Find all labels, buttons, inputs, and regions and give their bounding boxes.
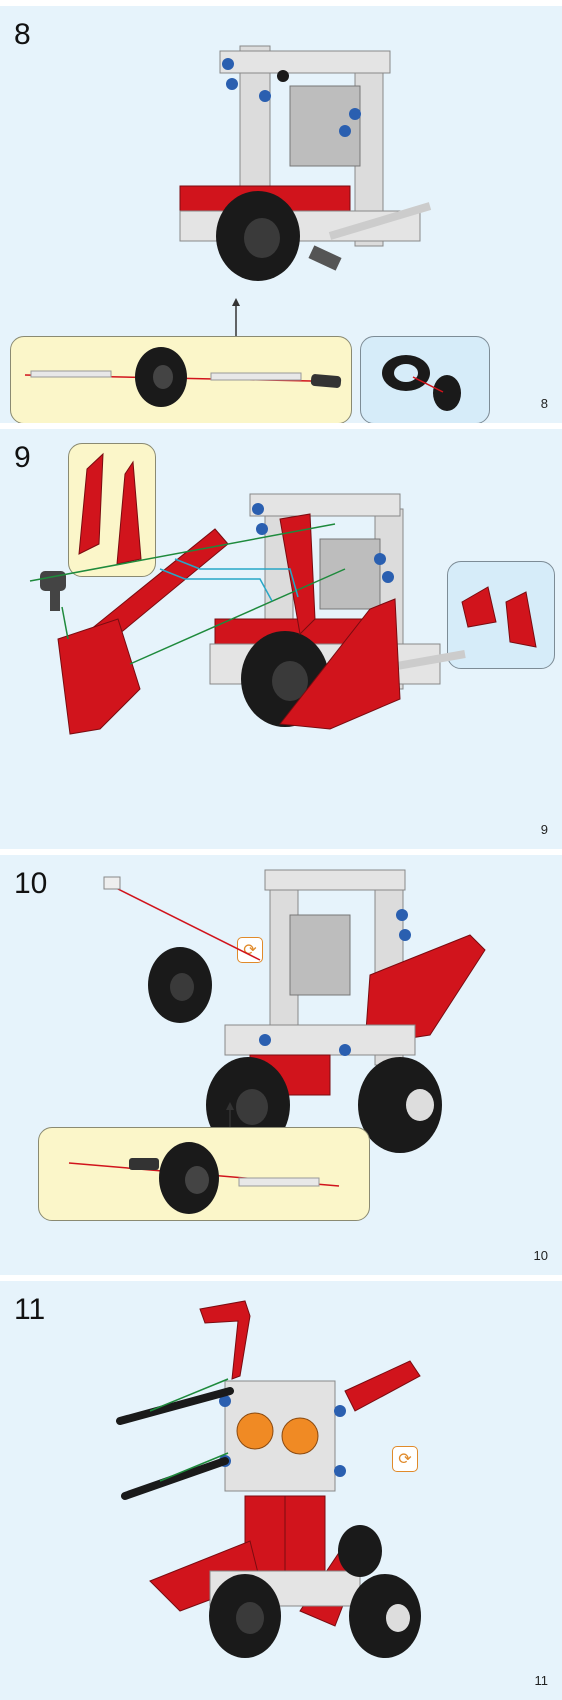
step-panel-10: 10 ⟳ 10: [0, 855, 562, 1275]
callout-subassembly: [38, 1127, 370, 1221]
step-8-illustration: [179, 45, 432, 336]
page-number: 8: [540, 396, 548, 411]
callout-wheel-axle-illustration: [68, 1142, 340, 1214]
page-number: 11: [534, 1673, 549, 1688]
callout-parts-illustration: [78, 452, 142, 565]
step-10-illustration: [103, 869, 486, 1153]
step-panel-11: 11 ⟳ 11: [0, 1281, 562, 1700]
callout-parts: [68, 443, 156, 577]
step-panel-8: 8: [0, 6, 562, 423]
callout-parts-rotated: [447, 561, 555, 669]
callout-subassembly: [10, 336, 352, 423]
step-panel-9: 9 9: [0, 429, 562, 849]
page-number: 9: [540, 822, 548, 837]
step-number: 10: [14, 867, 48, 900]
rotate-icon: ⟳: [392, 1446, 418, 1472]
callout-tire-illustration: [382, 355, 461, 411]
step-9-illustration: [29, 493, 466, 735]
callout-parts-rotated-illustration: [461, 586, 537, 648]
callout-tire: [360, 336, 490, 423]
page-number: 10: [533, 1248, 548, 1263]
step-number: 8: [14, 18, 31, 51]
step-number: 9: [14, 441, 31, 474]
step-number: 11: [14, 1293, 46, 1326]
callout-wheel-axle-illustration: [24, 347, 342, 407]
step-11-illustration: [116, 1300, 421, 1658]
rotate-glyph: ⟳: [398, 1449, 412, 1468]
